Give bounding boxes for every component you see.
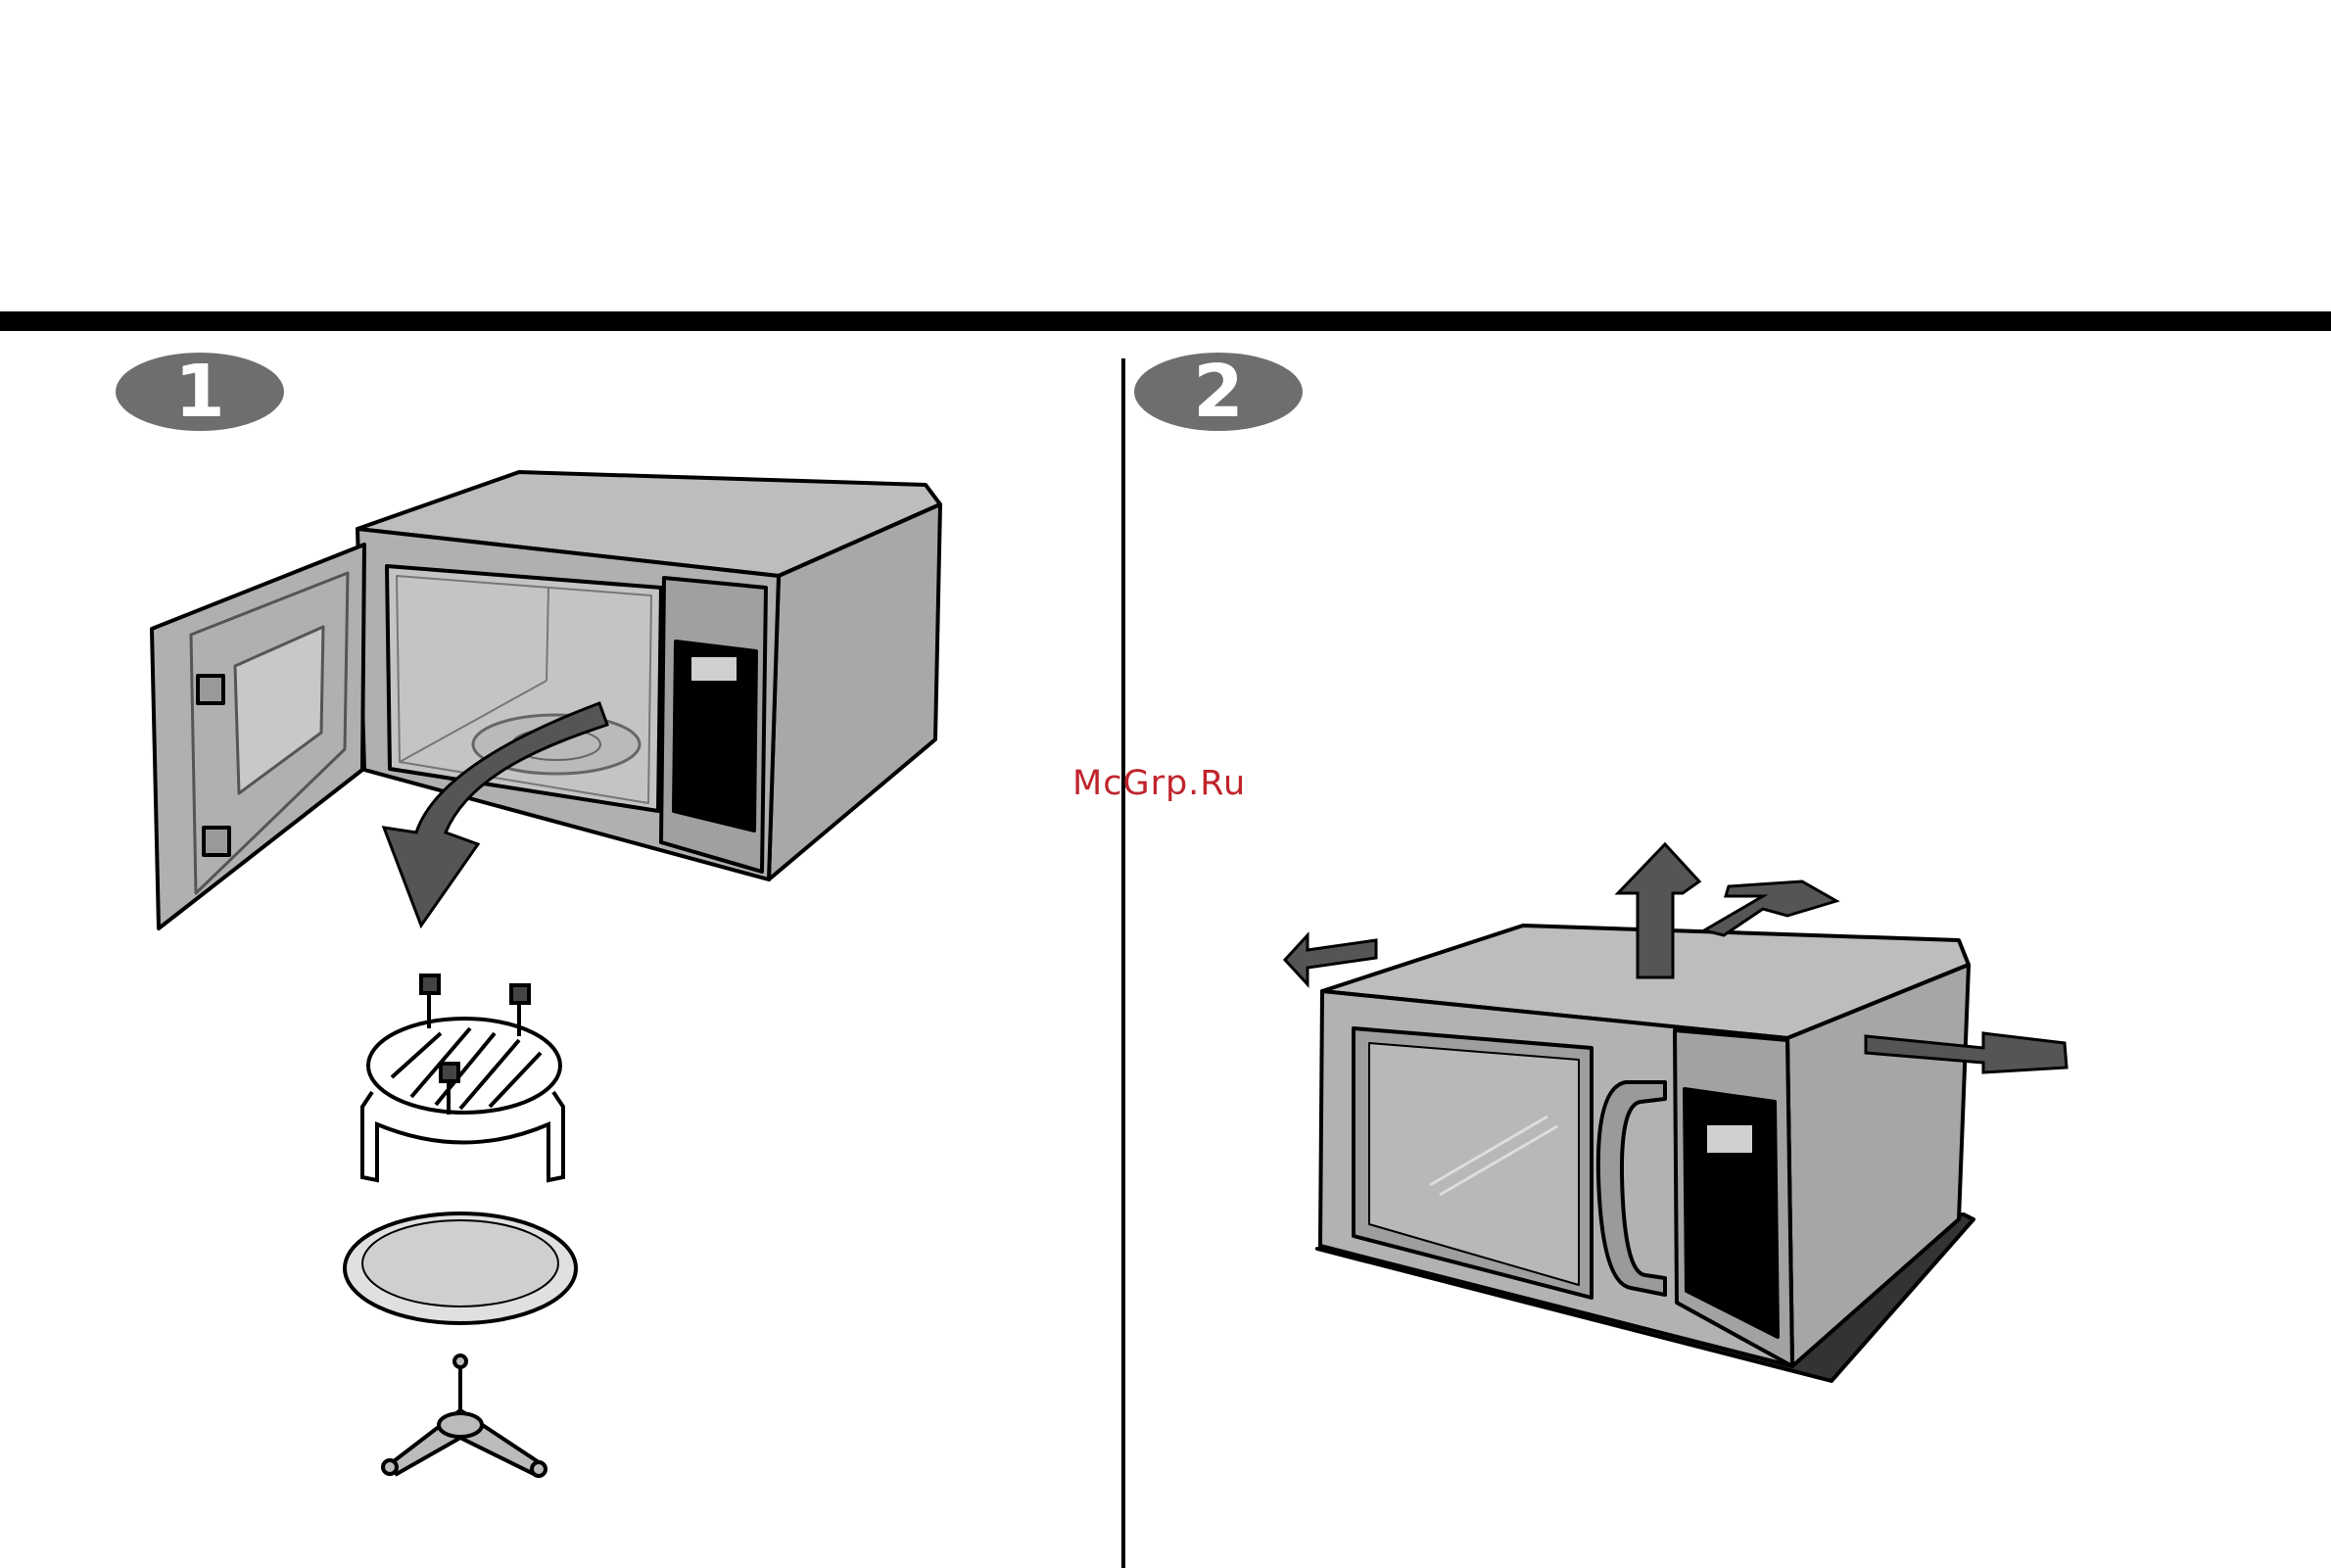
glass-tray-icon bbox=[345, 1213, 576, 1323]
watermark: McGrp.Ru bbox=[1072, 764, 1246, 803]
wire-rack-icon bbox=[362, 975, 563, 1180]
open-microwave-icon bbox=[152, 472, 940, 928]
roller-ring-icon bbox=[383, 1355, 546, 1476]
closed-microwave-icon bbox=[1317, 926, 1974, 1381]
